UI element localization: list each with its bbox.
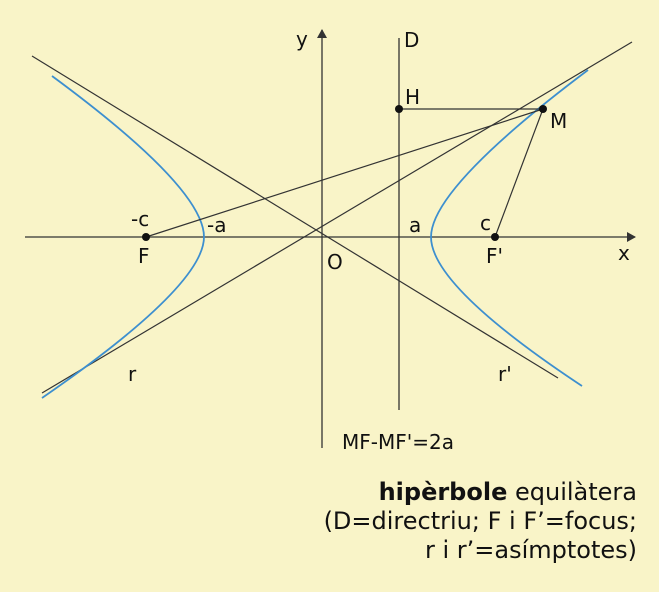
hyperbola-left-branch [41, 75, 205, 399]
label-directrix: D [404, 28, 419, 52]
point-F-prime [491, 233, 499, 241]
label-y-axis: y [296, 27, 308, 51]
label-x-axis: x [618, 241, 630, 265]
label-asymptote-r-prime: r' [498, 362, 512, 386]
asymptote-r [41, 41, 633, 394]
label-minus-c: -c [131, 207, 149, 231]
label-asymptote-r: r [128, 362, 137, 386]
caption-line-1: hipèrbole equilàtera [324, 478, 637, 507]
label-M: M [550, 109, 567, 133]
label-c: c [480, 211, 491, 235]
point-F [142, 233, 150, 241]
relation-formula: MF-MF'=2a [342, 430, 454, 454]
label-F: F [138, 244, 150, 268]
caption-title-bold: hipèrbole [378, 478, 508, 506]
segment-F-M [145, 108, 544, 238]
label-O: O [327, 250, 343, 274]
label-F-prime: F' [486, 244, 503, 268]
label-a: a [409, 213, 421, 237]
asymptote-r-prime [31, 55, 559, 379]
label-H: H [405, 85, 420, 109]
caption-line-2: (D=directriu; F i F’=focus; [323, 507, 637, 535]
segment-F-prime-M [494, 108, 544, 238]
caption-line-3: r i r’=asímptotes) [424, 536, 637, 564]
caption-title-rest: equilàtera [507, 478, 637, 506]
point-H [395, 105, 403, 113]
caption: hipèrbole equilàtera (D=directriu; F i F… [324, 478, 637, 565]
point-M [539, 105, 547, 113]
label-minus-a: -a [207, 213, 226, 237]
hyperbola-right-branch [430, 69, 589, 387]
